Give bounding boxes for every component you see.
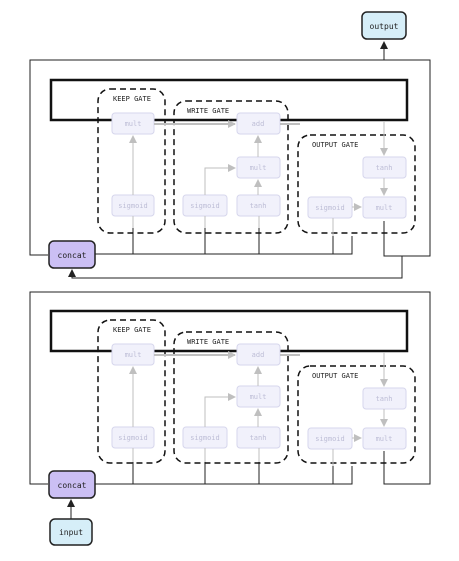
out-mult-box xyxy=(362,427,407,450)
write-tanh-label: tanh xyxy=(250,202,267,210)
out-tanh-label: tanh xyxy=(376,395,393,403)
write-gate-title: WRITE GATE xyxy=(187,107,229,115)
write-add-label: add xyxy=(252,120,265,128)
write-mult-label: mult xyxy=(250,164,267,172)
keep-mult-label: mult xyxy=(125,351,142,359)
keep-mult-label: mult xyxy=(125,120,142,128)
write-sigmoid-label: sigmoid xyxy=(190,434,220,442)
out-sigmoid-label: sigmoid xyxy=(315,204,345,212)
recurrent-loop xyxy=(29,291,431,485)
out-mult-label: mult xyxy=(376,435,393,443)
output-gate-title: OUTPUT GATE xyxy=(312,372,358,380)
out-mult-label: mult xyxy=(376,204,393,212)
keep-sigmoid-label: sigmoid xyxy=(118,434,148,442)
keep-sigmoid-label: sigmoid xyxy=(118,202,148,210)
keep-gate-box xyxy=(97,88,166,234)
out-mult-box xyxy=(362,196,407,219)
write-gate-box xyxy=(173,100,289,234)
write-tanh-label: tanh xyxy=(250,434,267,442)
output-gate-box xyxy=(297,365,416,464)
input-node: input xyxy=(49,499,93,546)
output-box xyxy=(361,11,407,40)
lstm-cell-top: concat KEEP GATE mult sigmoid WRITE GATE… xyxy=(29,59,431,269)
lstm-cell-bottom: concat KEEP GATE mult sigmoid WRITE GATE… xyxy=(29,291,431,499)
concat-label: concat xyxy=(58,251,87,260)
write-sigmoid-label: sigmoid xyxy=(190,202,220,210)
output-label: output xyxy=(370,22,399,31)
concat-wire xyxy=(95,466,353,485)
recurrent-loop xyxy=(29,59,431,257)
concat-wire xyxy=(95,236,353,255)
keep-gate-title: KEEP GATE xyxy=(113,95,151,103)
keep-gate-title: KEEP GATE xyxy=(113,326,151,334)
input-label: input xyxy=(59,528,83,537)
write-gate-title: WRITE GATE xyxy=(187,338,229,346)
write-add-label: add xyxy=(252,351,265,359)
output-gate-box xyxy=(297,134,416,234)
keep-gate-box xyxy=(97,319,166,464)
write-gate-box xyxy=(173,331,289,464)
out-tanh-label: tanh xyxy=(376,164,393,172)
write-mult-label: mult xyxy=(250,393,267,401)
cell-connector xyxy=(68,256,403,279)
concat-label: concat xyxy=(58,481,87,490)
output-gate-title: OUTPUT GATE xyxy=(312,141,358,149)
output-node: output xyxy=(361,11,407,60)
out-sigmoid-label: sigmoid xyxy=(315,435,345,443)
